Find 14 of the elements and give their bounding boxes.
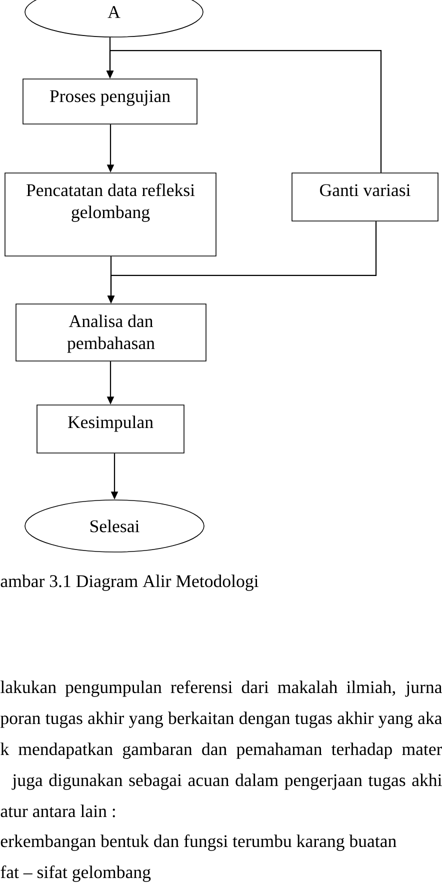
list-item: erkembangan bentuk dan fungsi terumbu karang buatan [0,834,396,851]
process-box: Kesimpulan [36,404,184,454]
process-box: Ganti variasi [292,172,438,222]
terminal-oval: Selesai [24,500,204,552]
process-box: Proses pengujian [22,78,198,124]
list-item: fat – sifat gelombang [0,865,151,882]
process-box: Analisa dan pembahasan [16,304,206,362]
caption: ambar 3.1 Diagram Alir Metodologi [0,574,258,591]
body-text: juga digunakan sebagai acuan dalam pengerjaan tugas akhi [12,774,442,790]
body-text: lakukan pengumpulan referensi dari makalah ilmiah, jurna [0,680,442,697]
process-box: Pencatatan data refleksi gelombang [4,172,216,256]
body-text: k mendapatkan gambaran dan pemahaman terhadap mater [0,742,442,759]
body-text: poran tugas akhir yang berkaitan dengan tugas akhir yang aka [0,712,442,728]
body-text: atur antara lain : [0,804,115,818]
